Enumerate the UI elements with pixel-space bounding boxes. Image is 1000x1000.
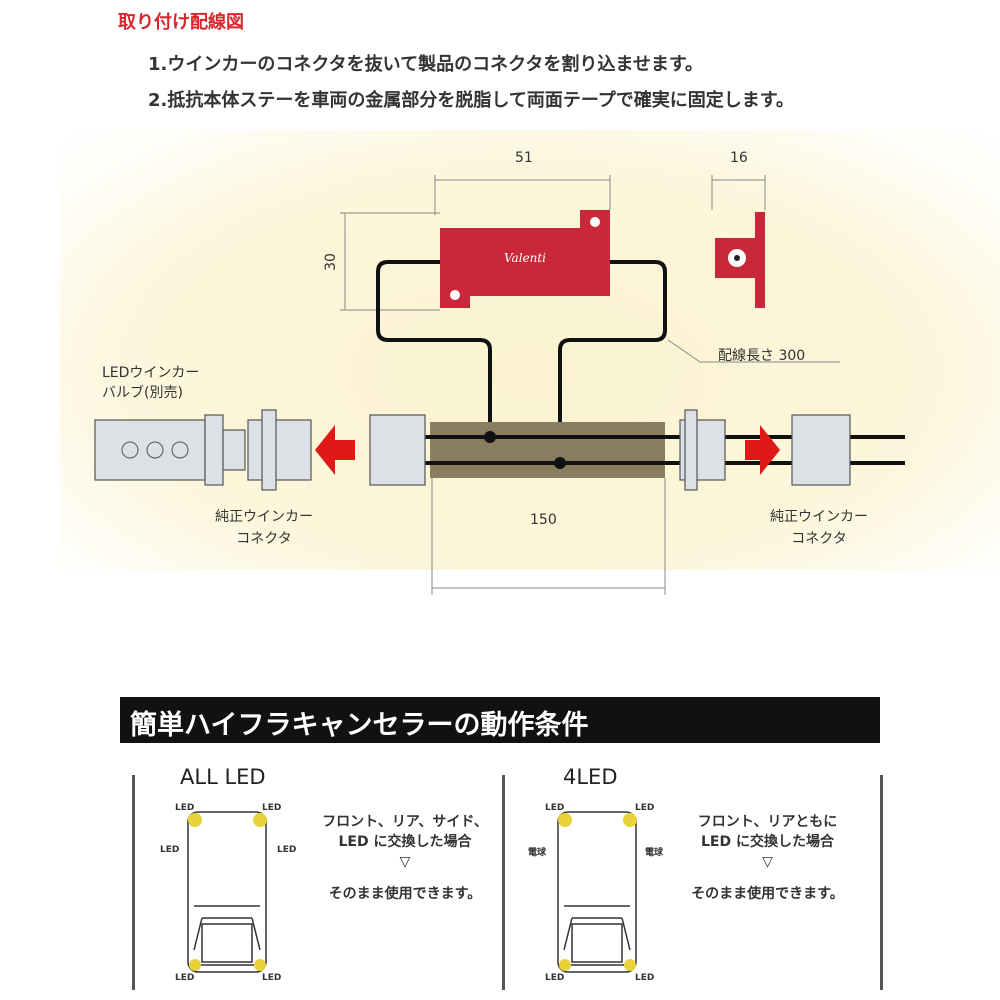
- step-1: 1.ウインカーのコネクタを抜いて製品のコネクタを割り込ませます。: [148, 54, 704, 75]
- diagram-background: [60, 130, 1000, 570]
- wiring-diagram: Valenti: [94, 175, 905, 595]
- panel-heading-4led: 4LED: [563, 765, 618, 789]
- dim-width: 51: [515, 150, 533, 166]
- brand-logo: Valenti: [504, 251, 546, 265]
- bulb-label: LEDウインカーバルブ(別売): [102, 365, 200, 401]
- panel-desc: フロント、リア、サイド、LED に交換した場合▽そのまま使用できます。: [322, 814, 488, 902]
- protective-tube: [430, 422, 665, 478]
- led-label: LED: [635, 803, 655, 813]
- led-label: LED: [635, 973, 655, 983]
- step-2: 2.抵抗本体ステーを車両の金属部分を脱脂して両面テープで確実に固定します。: [148, 90, 794, 111]
- car-diagram-4led: [557, 811, 637, 973]
- led-label: LED: [175, 803, 195, 813]
- dim-side: 16: [730, 150, 748, 166]
- led-label: LED: [262, 973, 282, 983]
- side-label: 電球: [645, 848, 664, 858]
- page-title: 取り付け配線図: [118, 12, 244, 33]
- arrow-left-icon: [315, 425, 355, 475]
- side-label: 電球: [528, 848, 547, 858]
- side-label: LED: [160, 845, 180, 855]
- left-connector-label: 純正ウインカーコネクタ: [215, 509, 313, 547]
- dimension-lines: [340, 175, 840, 595]
- resistor-body: Valenti: [440, 210, 610, 308]
- led-label: LED: [262, 803, 282, 813]
- arrow-right-icon: [745, 425, 780, 475]
- product-connector-left: [369, 414, 426, 486]
- led-label: LED: [545, 973, 565, 983]
- led-bulb: [94, 419, 206, 481]
- led-label: LED: [175, 973, 195, 983]
- stock-connector-left: [247, 419, 312, 481]
- side-label: LED: [277, 845, 297, 855]
- right-connector-label: 純正ウインカーコネクタ: [770, 509, 868, 547]
- panel-heading-all-led: ALL LED: [180, 765, 266, 789]
- dim-height: 30: [322, 253, 339, 271]
- wires: [376, 260, 667, 463]
- led-label: LED: [545, 803, 565, 813]
- car-diagram-all-led: [187, 811, 267, 973]
- dim-tube: 150: [530, 512, 557, 528]
- resistor-side-view: [715, 212, 765, 308]
- wire-length: 配線長さ 300: [718, 348, 806, 364]
- stock-connector-right: [791, 414, 851, 486]
- conditions-banner: 簡単ハイフラキャンセラーの動作条件: [120, 697, 880, 743]
